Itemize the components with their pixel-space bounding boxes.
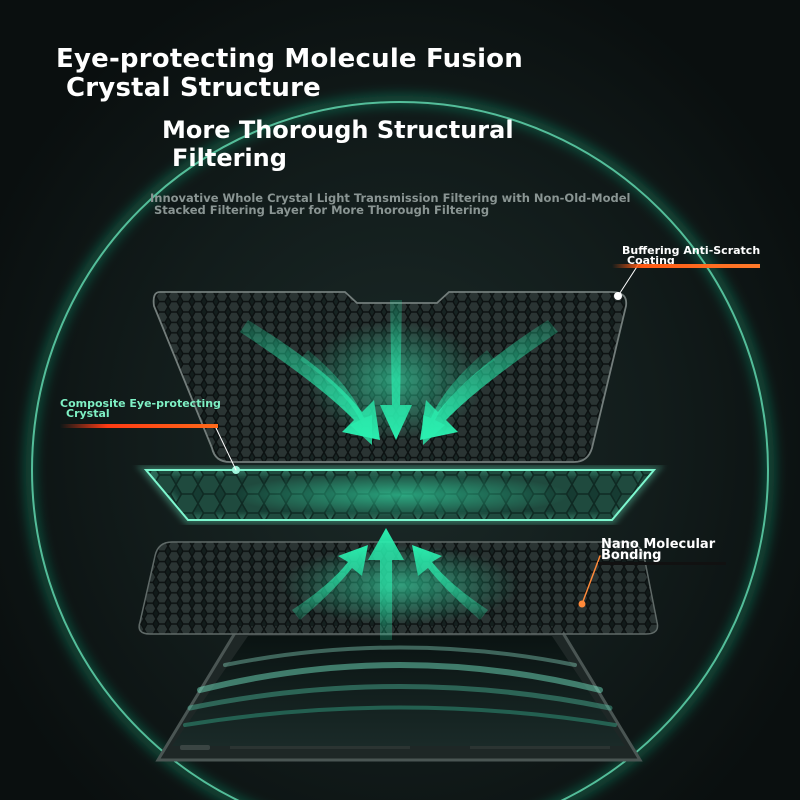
top-coating-layer [152,291,628,463]
callout-bottom-underline [598,562,726,565]
headline-line-1: Eye-protecting Molecule Fusion [56,44,523,74]
tablet-speaker-grille [470,746,610,749]
glow-ring [25,95,775,800]
subheadline-line-2: Filtering [172,144,287,172]
filter-arrows-up [292,528,488,640]
tablet-device [155,626,643,762]
headline-line-2: Crystal Structure [66,73,321,103]
tablet-button [180,745,210,750]
callout-top-line-1: Buffering Anti-Scratch [622,244,761,257]
description-line-1: Innovative Whole Crystal Light Transmiss… [150,191,631,205]
callout-leaders [215,261,641,608]
callout-top-line-2: Coating [627,254,675,267]
middle-crystal-layer [135,465,665,525]
description-line-2: Stacked Filtering Layer for More Thoroug… [154,203,490,217]
tablet-speaker-grille [230,746,410,749]
callout-middle-line-1: Composite Eye-protecting [60,397,221,410]
callout-middle-underline [60,424,218,428]
callout-top-underline [612,264,760,268]
callout-bottom-line-2: Bonding [601,548,662,563]
callout-bottom-line-1: Nano Molecular [601,537,716,552]
bottom-film-layer [138,541,659,635]
filter-arrows-down [240,300,558,445]
subheadline-line-1: More Thorough Structural [162,116,514,144]
callout-middle-line-2: Crystal [66,407,110,420]
tablet-wallpaper [183,645,617,727]
